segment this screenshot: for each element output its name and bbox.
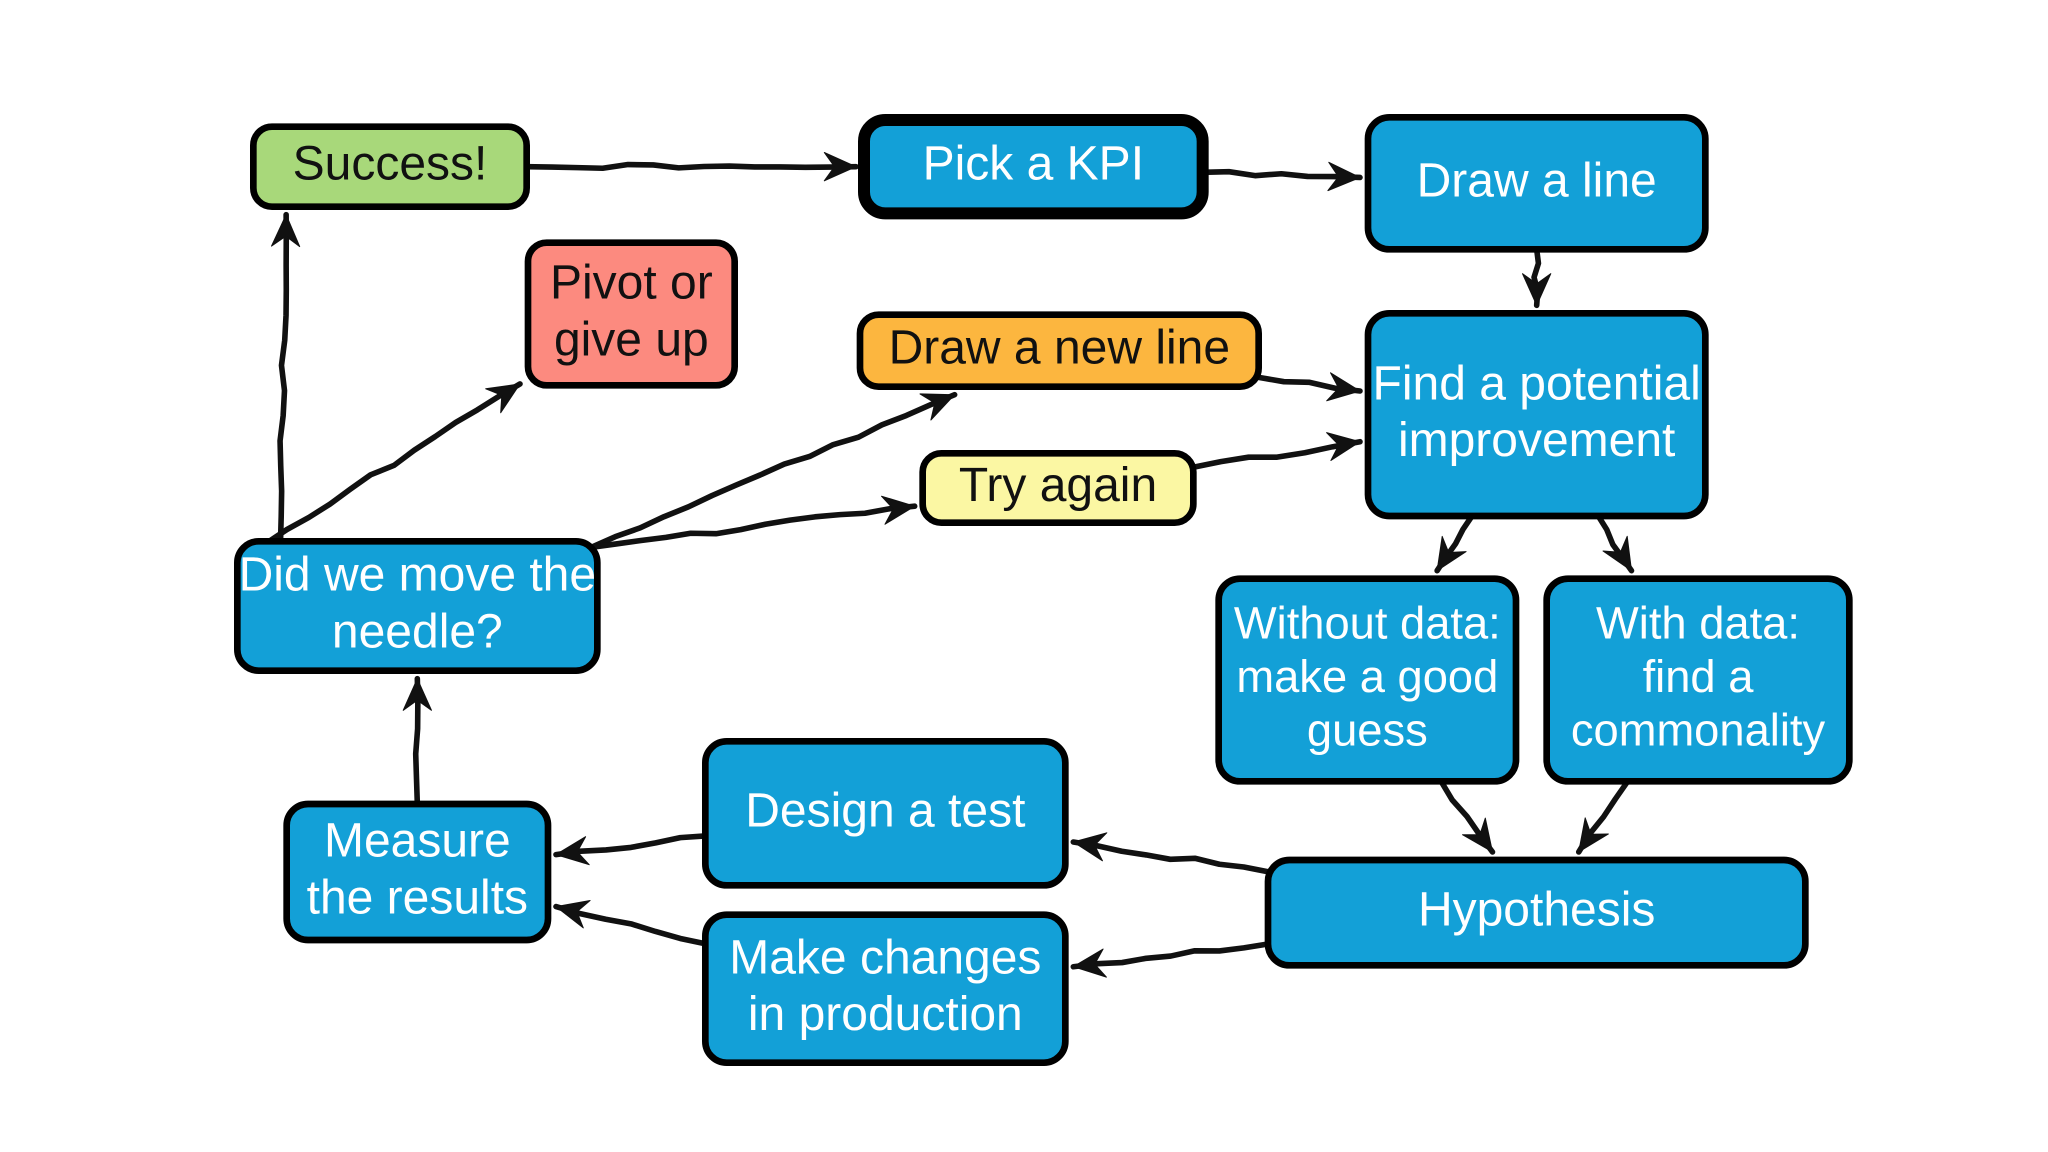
arrowhead-icon [919,393,956,421]
node-shape[interactable] [1364,309,1709,520]
node-draw-a-new-line[interactable]: Draw a new line [856,311,1263,391]
node-shape[interactable] [524,239,739,389]
edge-draw-a-line-to-find-improvement [1522,246,1552,309]
arrowhead-icon [823,152,857,182]
edge-needle-to-draw-a-new-line [588,391,958,551]
node-shape[interactable] [249,123,531,211]
edge-needle-to-pivot-or-give-up [263,381,523,547]
arrowhead-icon [1072,832,1108,862]
edge-line [588,503,918,551]
arrowhead-icon [1327,161,1361,192]
edge-make-changes-to-measure [553,900,709,947]
edge-line [553,903,709,947]
arrowhead-icon [1326,372,1361,402]
node-design-a-test[interactable]: Design a test [701,737,1069,889]
edge-hypothesis-to-design-a-test [1070,832,1271,875]
arrowhead-icon [1462,817,1493,853]
arrowhead-icon [402,678,432,711]
edge-try-again-to-find-improvement [1190,432,1363,471]
arrowhead-icon [881,495,916,525]
edge-line [553,833,709,858]
edge-pick-a-kpi-to-draw-a-line [1199,161,1363,192]
node-shape[interactable] [233,537,601,675]
node-shape[interactable] [1264,856,1809,969]
node-pick-a-kpi[interactable]: Pick a KPI [858,114,1209,220]
edge-line [1070,839,1271,875]
node-shape[interactable] [1215,575,1520,785]
arrowhead-icon [555,836,590,866]
edge-design-a-test-to-measure [553,833,709,866]
edge-measure-to-did-we-move-the-needle [402,675,432,807]
node-try-again[interactable]: Try again [919,449,1197,527]
node-draw-a-line[interactable]: Draw a line [1364,113,1709,253]
edge-hypothesis-to-make-changes [1070,941,1271,978]
arrowhead-icon [1602,535,1632,572]
edge-find-improvement-to-with-data [1595,513,1635,574]
node-shape[interactable] [858,114,1209,220]
edge-success-to-pick-a-kpi [523,152,859,182]
arrowhead-icon [485,383,521,414]
node-shape[interactable] [701,737,1069,889]
edge-needle-to-success [271,211,301,545]
arrowhead-icon [1072,948,1107,978]
node-success[interactable]: Success! [249,123,531,211]
edge-with-data-to-hypothesis [1575,778,1631,855]
edges-layer [263,152,1635,978]
edge-line [277,211,290,545]
node-shape[interactable] [1543,575,1853,785]
arrowhead-icon [555,900,591,929]
edge-needle-to-try-again [588,495,918,551]
node-shape[interactable] [701,911,1069,1067]
edge-line [523,161,859,172]
edge-draw-a-new-line-to-find-improvement [1255,372,1363,402]
node-shape[interactable] [856,311,1263,391]
edge-line [1190,438,1363,471]
arrowhead-icon [1578,817,1609,853]
edge-line [1070,941,1271,970]
edge-line [588,391,958,551]
edge-find-improvement-to-without-data [1434,513,1475,574]
arrowhead-icon [1522,273,1552,306]
edge-line [263,381,523,547]
node-hypothesis[interactable]: Hypothesis [1264,856,1809,969]
arrowhead-icon [1326,432,1361,461]
arrowhead-icon [1436,535,1467,572]
node-shape[interactable] [283,800,552,944]
arrowhead-icon [271,214,301,248]
edge-line [1199,168,1363,181]
node-shape[interactable] [919,449,1197,527]
edge-without-data-to-hypothesis [1438,778,1496,855]
node-shape[interactable] [1364,113,1709,253]
